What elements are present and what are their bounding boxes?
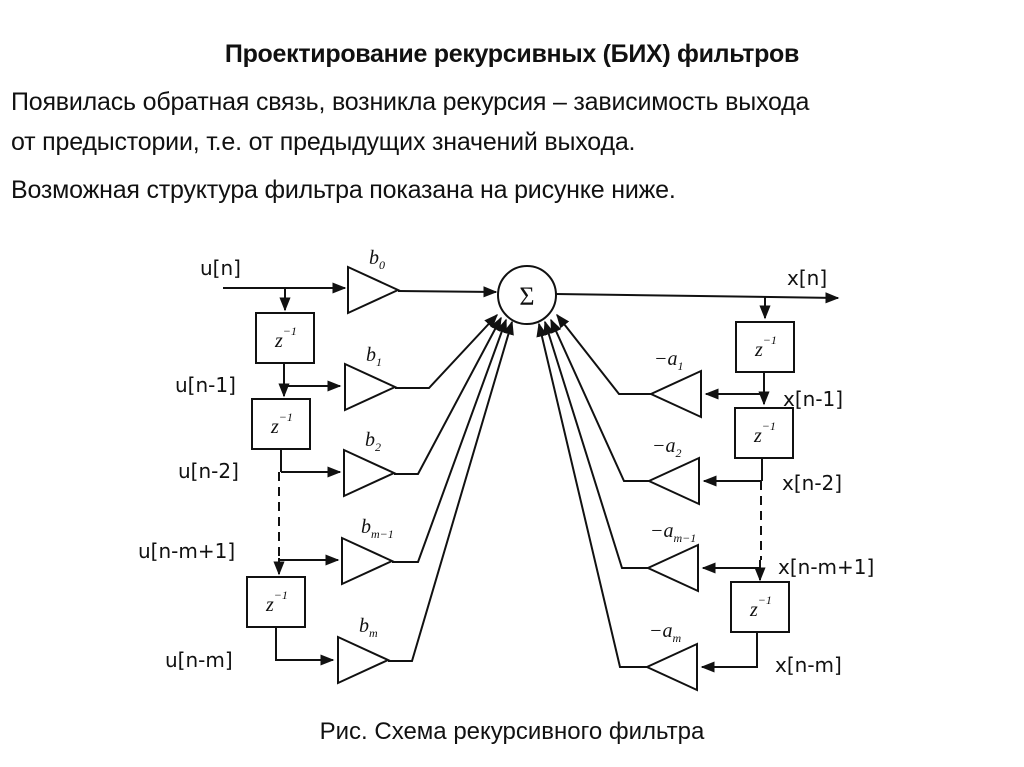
delay-label: z−1 — [753, 419, 776, 447]
paragraph-structure: Возможная структура фильтра показана на … — [11, 176, 676, 204]
amplifier-a-m-1 — [645, 543, 699, 593]
slide-title: Проектирование рекурсивных (БИХ) фильтро… — [224, 40, 800, 68]
delay-block-left-3 — [246, 576, 306, 628]
coef-b1: b1 — [366, 344, 382, 369]
a1-to-sum-line — [556, 313, 651, 395]
coef-a1: −a1 — [654, 348, 684, 373]
signal-u-n-2: u[n-2] — [178, 459, 239, 483]
a2-to-sum-line — [550, 318, 649, 482]
delay-label: z−1 — [270, 410, 293, 438]
paragraph-feedback: Появилась обратная связь, возникла рекур… — [11, 88, 810, 116]
signal-u-n-m-1: u[n-m+1] — [138, 539, 235, 563]
b1-to-sum-line — [395, 313, 498, 389]
b0-to-sum-line — [397, 286, 498, 298]
amplifier-b0 — [347, 265, 401, 315]
signal-x-n-2: x[n-2] — [782, 471, 842, 495]
signal-u-n-1: u[n-1] — [175, 373, 236, 397]
signal-u-n-m: u[n-m] — [165, 648, 233, 672]
am-to-sum-line — [536, 322, 647, 668]
amplifier-a2 — [646, 456, 700, 506]
delay-block-right-1 — [735, 321, 795, 373]
delay-block-right-3 — [730, 581, 790, 633]
coef-a-m-1: −am−1 — [650, 520, 696, 545]
delay-label: z−1 — [274, 324, 297, 352]
figure-caption: Рис. Схема рекурсивного фильтра — [319, 718, 705, 745]
b2-to-sum-line — [394, 316, 502, 475]
tap-line — [275, 627, 335, 666]
delay-label: z−1 — [754, 333, 777, 361]
delay-block-right-2 — [734, 407, 794, 459]
sigma-symbol: Σ — [519, 282, 534, 311]
coef-b0: b0 — [369, 247, 385, 272]
coef-am: −am — [649, 620, 682, 645]
amplifier-b-m-1 — [341, 536, 395, 586]
delay-label: z−1 — [265, 588, 288, 616]
coef-b2: b2 — [365, 429, 381, 454]
signal-x-n-m: x[n-m] — [775, 653, 842, 677]
delay-block-left-1 — [255, 312, 315, 364]
amplifier-b2 — [343, 448, 397, 498]
a-m-1-to-sum-line — [543, 320, 648, 569]
delay-block-left-2 — [251, 398, 311, 450]
coef-b-m-1: bm−1 — [361, 516, 394, 541]
tap-line — [700, 632, 758, 673]
signal-x-n-m-1: x[n-m+1] — [778, 555, 874, 579]
amplifier-a1 — [648, 369, 702, 419]
b-m-1-to-sum-line — [392, 318, 507, 563]
delay-label: z−1 — [749, 593, 772, 621]
coef-bm: bm — [359, 615, 378, 640]
output-line — [555, 292, 840, 304]
amplifier-am — [644, 642, 698, 692]
bm-to-sum-line — [388, 320, 514, 662]
amplifier-bm — [337, 635, 391, 685]
coef-a2: −a2 — [652, 435, 682, 460]
signal-u-n: u[n] — [200, 256, 241, 280]
paragraph-history: от предыстории, т.е. от предыдущих значе… — [11, 128, 636, 156]
summation-node: Σ — [497, 265, 557, 325]
signal-x-n: x[n] — [787, 266, 827, 290]
amplifier-b1 — [344, 362, 398, 412]
